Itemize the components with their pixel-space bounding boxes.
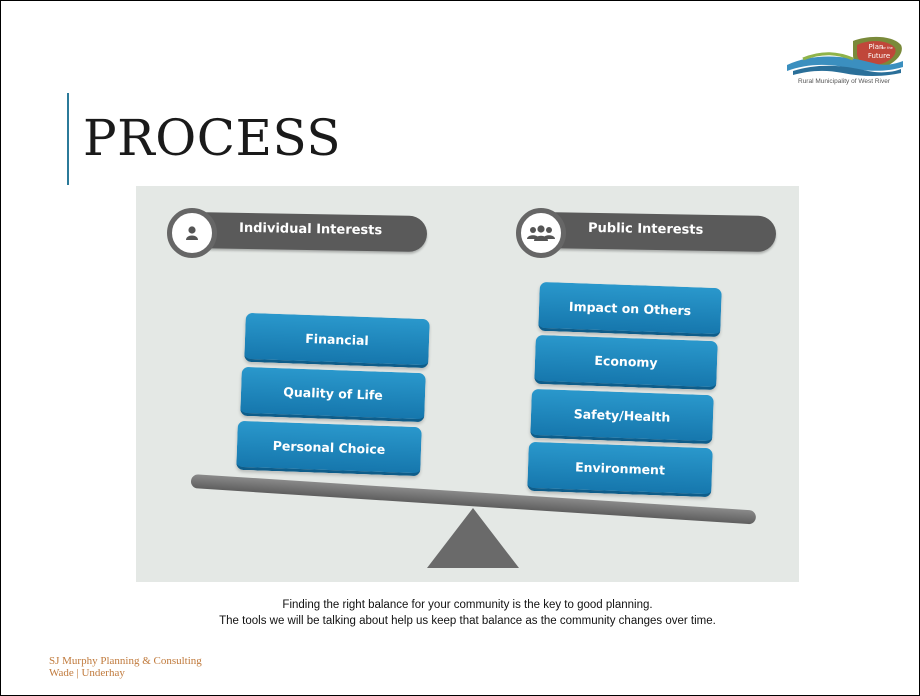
pill-label: Impact on Others [568, 298, 692, 318]
pill-label: Financial [305, 330, 370, 348]
footer-names: Wade | Underhay [49, 667, 125, 679]
pill-label: Safety/Health [573, 405, 671, 425]
group-icon [516, 208, 566, 258]
header-bar: Public Interests [535, 211, 777, 253]
header-bar: Individual Interests [186, 211, 428, 253]
plan-for-the-future-logo: Plan for the Future [783, 35, 907, 93]
public-interests-header: Public Interests [516, 208, 778, 258]
caption: Finding the right balance for your commu… [136, 597, 799, 629]
page-title: PROCESS [83, 109, 342, 167]
pill-label: Environment [574, 458, 666, 478]
pill-safety-health: Safety/Health [530, 388, 714, 445]
pill-label: Personal Choice [272, 437, 386, 457]
public-interests-label: Public Interests [587, 220, 704, 238]
person-icon [167, 208, 217, 258]
scale-fulcrum [427, 508, 519, 568]
footer-company: SJ Murphy Planning & Consulting [49, 655, 202, 667]
logo-waves-icon: Plan for the Future [787, 36, 903, 76]
pill-label: Economy [594, 352, 658, 370]
individual-interests-header: Individual Interests [167, 208, 429, 258]
pill-environment: Environment [527, 441, 713, 498]
logo-line2: for the [881, 46, 893, 50]
pill-label: Quality of Life [283, 383, 384, 403]
caption-line2: The tools we will be talking about help … [219, 615, 716, 627]
pill-impact-on-others: Impact on Others [538, 281, 722, 338]
title-accent-bar [67, 93, 69, 185]
pill-personal-choice: Personal Choice [236, 420, 422, 477]
logo-line3: Future [868, 52, 890, 60]
logo-line1: Plan [869, 43, 884, 51]
pill-financial: Financial [244, 312, 430, 369]
pill-economy: Economy [534, 334, 718, 391]
individual-interests-label: Individual Interests [238, 220, 383, 239]
pill-quality-of-life: Quality of Life [240, 366, 426, 423]
logo-caption: Rural Municipality of West River [798, 78, 890, 85]
caption-line1: Finding the right balance for your commu… [282, 599, 653, 611]
footer: SJ Murphy Planning & Consulting Wade | U… [49, 655, 202, 679]
